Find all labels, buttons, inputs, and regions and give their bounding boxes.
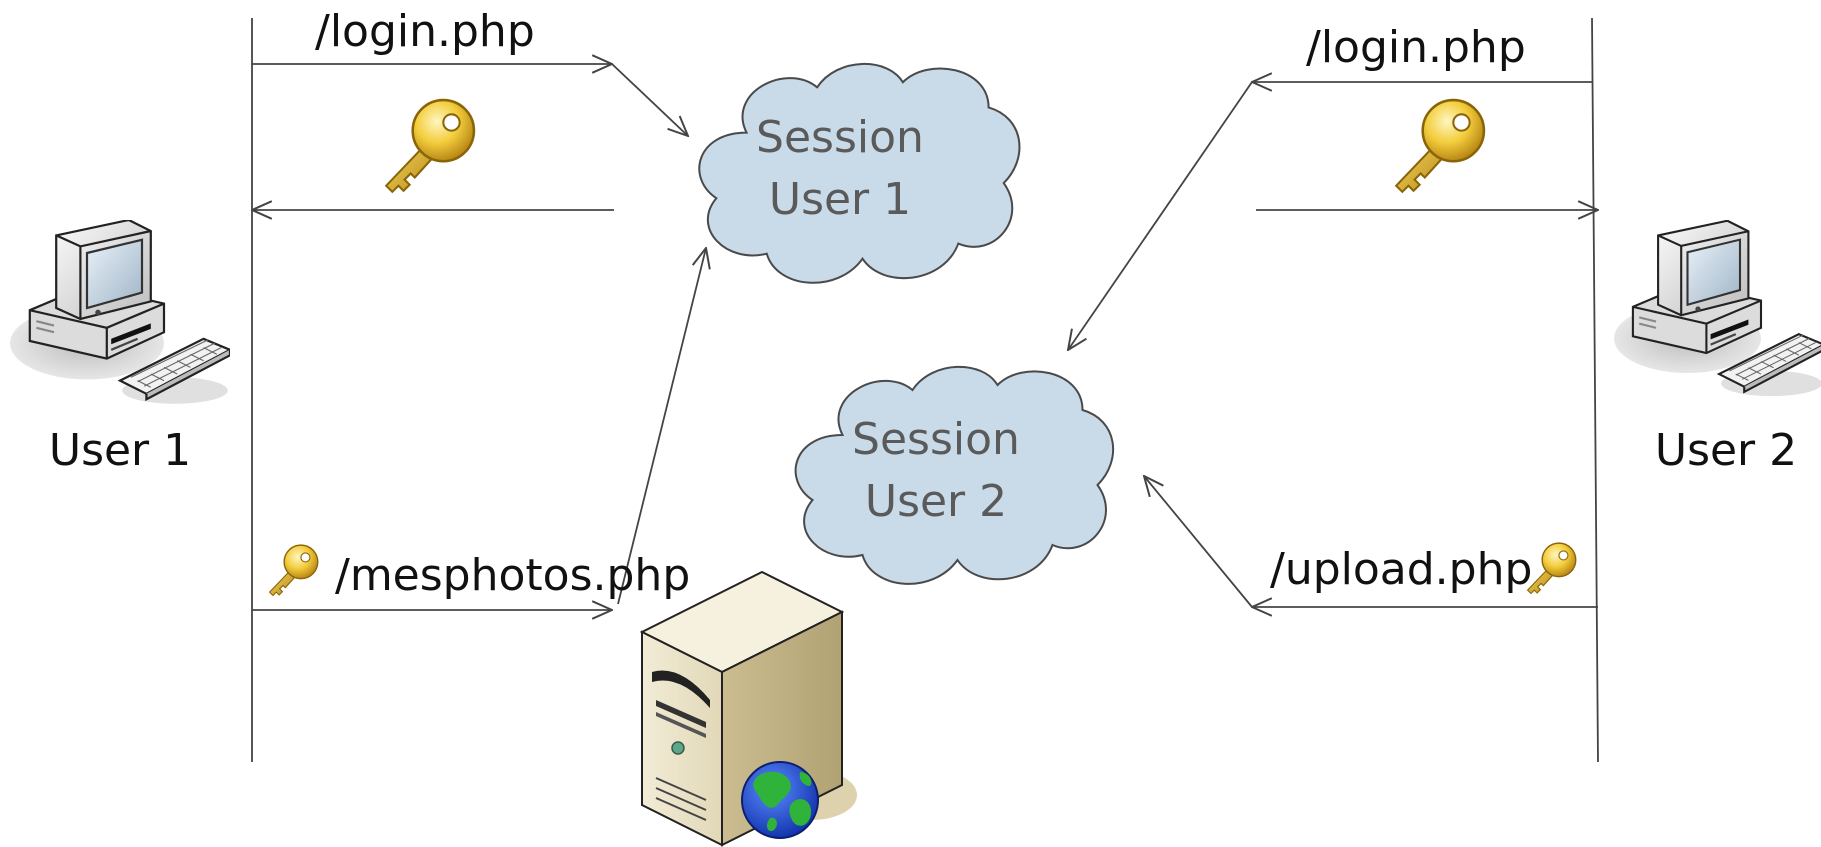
user2-label: User 2 <box>1655 425 1797 476</box>
user1-mesphotos-label: /mesphotos.php <box>335 550 690 601</box>
web-server-icon <box>639 570 857 847</box>
computer-icon <box>10 220 230 405</box>
key-icon <box>1526 542 1577 595</box>
key-icon <box>1394 98 1486 194</box>
globe-icon <box>741 761 819 839</box>
session2-line2: User 2 <box>865 476 1007 527</box>
key-icon <box>384 98 476 194</box>
user2-login-to-session-arrow <box>1068 81 1253 350</box>
user2-login-label: /login.php <box>1306 22 1526 73</box>
session1-line1: Session <box>756 112 924 163</box>
computer-icon <box>1614 220 1821 398</box>
user1-login-label: /login.php <box>315 6 535 57</box>
key-icon <box>268 544 319 597</box>
session1-line2: User 1 <box>769 174 911 225</box>
user1-login-to-session-arrow <box>611 63 688 136</box>
session-user1-cloud: Session User 1 <box>698 62 1021 284</box>
user2-lifeline <box>1591 17 1599 763</box>
user2-upload-to-session-arrow <box>1144 476 1253 608</box>
session2-line1: Session <box>852 414 1020 465</box>
session-user2-cloud: Session User 2 <box>794 365 1115 586</box>
user2-upload-label: /upload.php <box>1270 544 1532 595</box>
user1-label: User 1 <box>49 425 191 476</box>
user1-mesphotos-to-session-arrow <box>617 248 706 605</box>
